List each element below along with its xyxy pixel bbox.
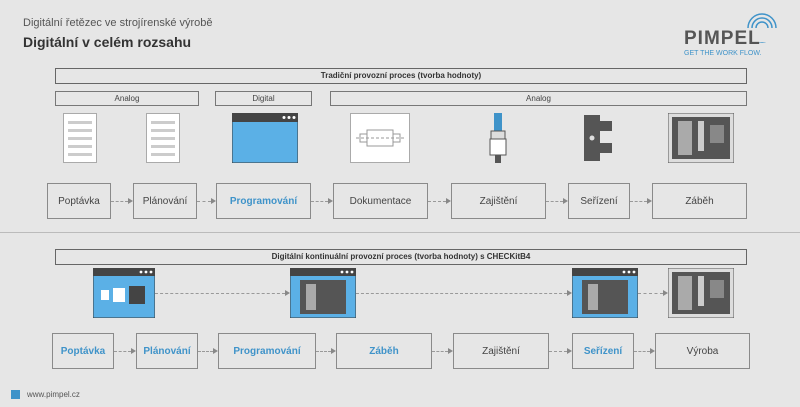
- browser-window-icon: [572, 268, 638, 318]
- arrow-right-icon: [211, 198, 216, 204]
- connector-line: [634, 351, 650, 352]
- cnc-machine-icon: [668, 268, 734, 318]
- step-label: Výroba: [686, 345, 719, 357]
- analog-tag: Analog: [330, 91, 747, 106]
- browser-window-icon: [93, 268, 155, 318]
- browser-window-icon: [290, 268, 356, 318]
- logo-tagline: GET THE WORK FLOW.: [684, 50, 762, 57]
- connector-line: [197, 201, 211, 202]
- step-poptavka: Poptávka: [47, 183, 111, 219]
- arrow-right-icon: [650, 348, 655, 354]
- step-dokumentace: Dokumentace: [333, 183, 428, 219]
- step-label: Poptávka: [60, 345, 106, 357]
- step-label: Záběh: [685, 195, 714, 207]
- step-label: Programování: [229, 195, 298, 207]
- step-zabeh: Záběh: [652, 183, 747, 219]
- arrow-right-icon: [567, 348, 572, 354]
- arrow-right-icon: [331, 348, 336, 354]
- arrow-right-icon: [446, 198, 451, 204]
- step-label: Seřízení: [580, 195, 618, 207]
- step-label: Poptávka: [58, 195, 100, 207]
- step-zajisteni: Zajištění: [451, 183, 546, 219]
- step-label: Záběh: [369, 345, 399, 357]
- step-label: Dokumentace: [349, 195, 412, 207]
- document-icon: [146, 113, 180, 163]
- connector-line: [432, 351, 448, 352]
- step-poptavka: Poptávka: [52, 333, 114, 369]
- connector-line: [111, 201, 128, 202]
- step-vyroba: Výroba: [655, 333, 750, 369]
- traditional-process-banner: Tradiční provozní proces (tvorba hodnoty…: [55, 68, 747, 84]
- arrow-right-icon: [328, 198, 333, 204]
- step-programovani: Programování: [216, 183, 311, 219]
- step-label: Plánování: [142, 195, 188, 207]
- step-serizeni: Seřízení: [568, 183, 630, 219]
- fixture-clamp-icon: [584, 113, 614, 163]
- digital-tag: Digital: [215, 91, 312, 106]
- footer-website-link[interactable]: www.pimpel.cz: [27, 390, 80, 399]
- arrow-right-icon: [128, 198, 133, 204]
- probe-tool-icon: [487, 113, 509, 163]
- step-label: Zajištění: [482, 345, 520, 357]
- connector-line: [638, 293, 663, 294]
- section-divider: [0, 232, 800, 233]
- step-label: Plánování: [143, 345, 191, 357]
- arrow-right-icon: [563, 198, 568, 204]
- step-planovani: Plánování: [133, 183, 197, 219]
- pimpel-logo: PIMPEL GET THE WORK FLOW.: [678, 6, 778, 66]
- connector-line: [546, 201, 563, 202]
- arrow-right-icon: [448, 348, 453, 354]
- analog-tag: Analog: [55, 91, 199, 106]
- logo-text: PIMPEL: [684, 28, 761, 49]
- step-serizeni: Seřízení: [572, 333, 634, 369]
- arrow-right-icon: [647, 198, 652, 204]
- page-title: Digitální v celém rozsahu: [23, 34, 192, 50]
- document-icon: [63, 113, 97, 163]
- arrow-right-icon: [131, 348, 136, 354]
- step-programovani: Programování: [218, 333, 316, 369]
- arrow-right-icon: [285, 290, 290, 296]
- connector-line: [316, 351, 331, 352]
- connector-line: [428, 201, 446, 202]
- step-label: Zajištění: [479, 195, 518, 207]
- arrow-right-icon: [567, 290, 572, 296]
- step-planovani: Plánování: [136, 333, 198, 369]
- step-label: Programování: [233, 345, 301, 357]
- step-label: Seřízení: [583, 345, 623, 357]
- connector-line: [549, 351, 567, 352]
- connector-line: [311, 201, 328, 202]
- step-zabeh: Záběh: [336, 333, 432, 369]
- arrow-right-icon: [663, 290, 668, 296]
- footer-brand-square: [11, 390, 20, 399]
- step-zajisteni: Zajištění: [453, 333, 549, 369]
- arrow-right-icon: [213, 348, 218, 354]
- connector-line: [114, 351, 131, 352]
- connector-line: [198, 351, 213, 352]
- page-subtitle: Digitální řetězec ve strojírenské výrobě: [23, 17, 213, 29]
- connector-line: [630, 201, 647, 202]
- digital-process-banner: Digitální kontinuální provozní proces (t…: [55, 249, 747, 265]
- drawing-icon: [350, 113, 410, 163]
- logo-swirl-icon: [744, 13, 778, 43]
- connector-line: [356, 293, 567, 294]
- cnc-machine-icon: [668, 113, 734, 163]
- browser-window-icon: [232, 113, 298, 163]
- connector-line: [155, 293, 285, 294]
